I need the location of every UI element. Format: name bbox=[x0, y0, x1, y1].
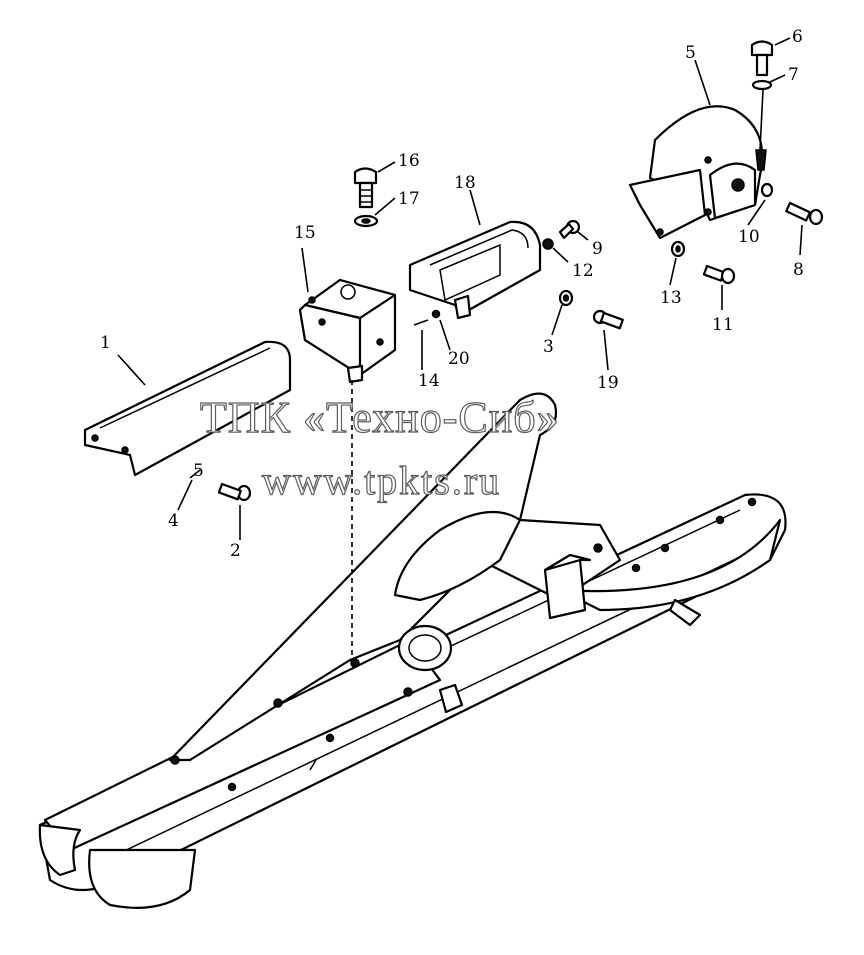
callout-11: 11 bbox=[712, 315, 734, 335]
part-1-cover bbox=[83, 340, 292, 477]
callout-16: 16 bbox=[398, 151, 420, 171]
part-19-bolt bbox=[592, 309, 624, 330]
part-7-washer bbox=[751, 79, 773, 171]
part-5-sprocket-cover bbox=[628, 105, 764, 240]
part-17-washer bbox=[353, 214, 379, 228]
callout-5-small: 5 bbox=[193, 461, 204, 481]
part-14-screw bbox=[413, 319, 429, 370]
part-10-nut bbox=[760, 182, 774, 198]
callout-9: 9 bbox=[592, 239, 603, 259]
callout-2: 2 bbox=[230, 541, 241, 561]
part-6-bolt bbox=[750, 40, 774, 77]
callout-19: 19 bbox=[597, 373, 619, 393]
part-9-bolt bbox=[558, 219, 581, 240]
part-8-bolt bbox=[785, 201, 824, 226]
callout-6: 6 bbox=[792, 27, 803, 47]
callout-12: 12 bbox=[572, 261, 594, 281]
callout-20: 20 bbox=[448, 349, 470, 369]
part-13-nut bbox=[670, 240, 686, 258]
part-16-bolt bbox=[353, 167, 378, 209]
callout-8: 8 bbox=[793, 260, 804, 280]
callout-15: 15 bbox=[294, 223, 316, 243]
callout-18: 18 bbox=[454, 173, 476, 193]
callout-labels: 1 2 3 4 5 5 6 7 8 9 10 11 12 13 14 15 16… bbox=[100, 27, 804, 561]
callout-17: 17 bbox=[398, 189, 420, 209]
callout-10: 10 bbox=[738, 227, 760, 247]
callout-14: 14 bbox=[418, 371, 440, 391]
watermark-company: ТПК «Техно-Сиб» bbox=[200, 393, 560, 442]
part-2-bolt bbox=[217, 482, 252, 502]
callout-13: 13 bbox=[660, 288, 682, 308]
part-18-cover bbox=[408, 220, 542, 320]
callout-4: 4 bbox=[168, 511, 179, 531]
part-11-bolt bbox=[702, 264, 736, 285]
watermark: ТПК «Техно-Сиб» www.tpkts.ru bbox=[199, 392, 560, 503]
callout-3: 3 bbox=[543, 337, 554, 357]
watermark-url: www.tpkts.ru bbox=[262, 458, 501, 503]
part-12-nut bbox=[542, 238, 554, 250]
part-20-screw bbox=[431, 309, 441, 319]
part-3-nut bbox=[558, 289, 574, 307]
track-frame bbox=[38, 392, 787, 909]
leader-lines bbox=[117, 37, 803, 540]
part-4-washer bbox=[189, 469, 201, 479]
part-15-bracket bbox=[298, 278, 397, 655]
callout-1: 1 bbox=[100, 333, 111, 353]
callout-5: 5 bbox=[685, 43, 696, 63]
callout-7: 7 bbox=[788, 65, 799, 85]
